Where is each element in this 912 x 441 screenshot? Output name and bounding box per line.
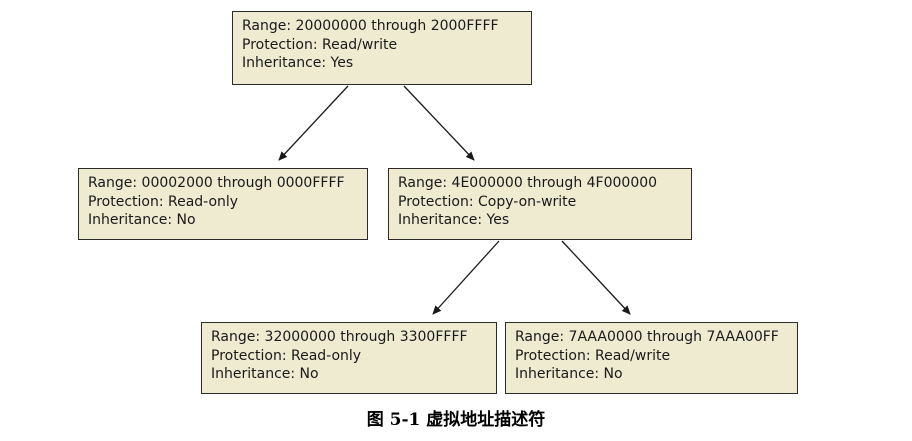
node-inheritance: Inheritance: No bbox=[211, 366, 319, 382]
node-protection: Protection: Copy-on-write bbox=[398, 193, 577, 210]
edge-root-to-left bbox=[278, 85, 349, 161]
vad-node-bottom-left: Range: 32000000 through 3300FFFF Protect… bbox=[201, 322, 497, 394]
edge-mid-to-bright bbox=[561, 240, 631, 315]
node-range: Range: 32000000 through 3300FFFF bbox=[211, 329, 468, 345]
vad-node-left: Range: 00002000 through 0000FFFF Protect… bbox=[78, 168, 368, 240]
node-protection: Protection: Read-only bbox=[88, 193, 239, 210]
edge-root-to-mid bbox=[403, 85, 475, 161]
node-inheritance: Inheritance: Yes bbox=[398, 212, 510, 228]
edge-mid-to-bleft bbox=[432, 240, 500, 315]
node-range: Range: 20000000 through 2000FFFF bbox=[242, 18, 499, 34]
node-range: Range: 00002000 through 0000FFFF bbox=[88, 175, 345, 191]
node-range: Range: 4E000000 through 4F000000 bbox=[398, 175, 658, 191]
node-inheritance: Inheritance: Yes bbox=[242, 55, 354, 71]
node-protection: Protection: Read-only bbox=[211, 347, 362, 364]
node-inheritance: Inheritance: No bbox=[515, 366, 623, 382]
vad-node-root: Range: 20000000 through 2000FFFF Protect… bbox=[232, 11, 532, 85]
node-inheritance: Inheritance: No bbox=[88, 212, 196, 228]
vad-node-bottom-right: Range: 7AAA0000 through 7AAA00FF Protect… bbox=[505, 322, 798, 394]
node-protection: Protection: Read/write bbox=[515, 347, 671, 364]
vad-node-mid: Range: 4E000000 through 4F000000 Protect… bbox=[388, 168, 692, 240]
node-range: Range: 7AAA0000 through 7AAA00FF bbox=[515, 329, 779, 345]
node-protection: Protection: Read/write bbox=[242, 36, 398, 53]
figure-caption: 图 5-1 虚拟地址描述符 bbox=[366, 410, 546, 430]
